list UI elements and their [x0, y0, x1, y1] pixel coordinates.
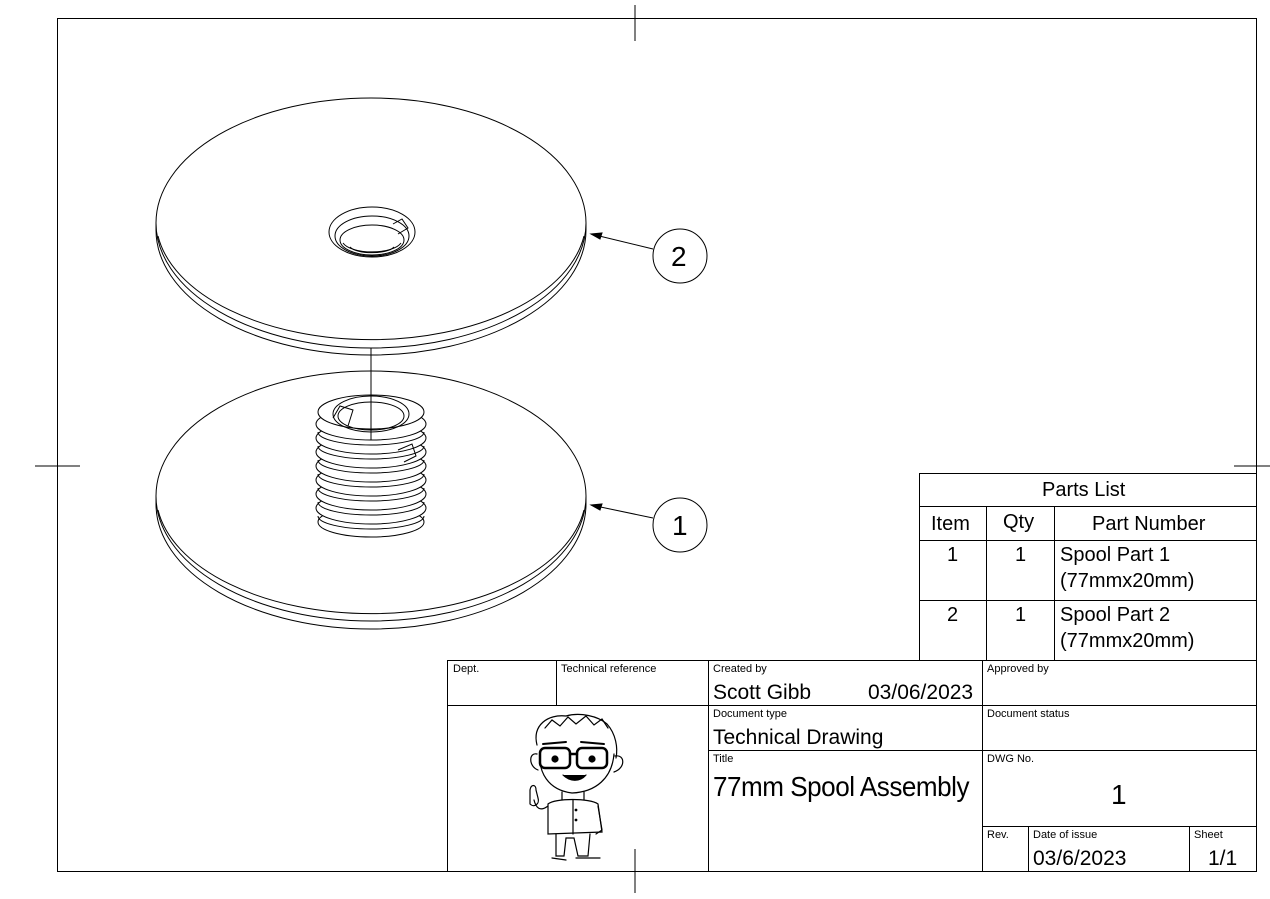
created-date: 03/06/2023	[868, 681, 974, 704]
document-status-label: Document status	[987, 708, 1070, 720]
balloon-2	[652, 228, 708, 284]
dept-label: Dept.	[453, 663, 480, 675]
sheet-number: 1/1	[1208, 847, 1238, 870]
parts-list-header-part-number: Part Number	[1092, 513, 1206, 535]
sheet-label: Sheet	[1194, 829, 1223, 841]
document-type: Technical Drawing	[713, 726, 884, 749]
date-of-issue-label: Date of issue	[1033, 829, 1098, 841]
dwg-no: 1	[1111, 779, 1127, 810]
balloon-label: 2	[671, 241, 687, 272]
author-avatar-logo	[529, 713, 624, 861]
parts-list-cell-qty: 1	[1015, 544, 1027, 566]
title-label: Title	[713, 753, 734, 765]
parts-list-cell-part: (77mmx20mm)	[1060, 630, 1195, 652]
spool-part-2-view	[155, 97, 587, 356]
parts-list-cell-item: 2	[947, 604, 959, 626]
parts-list-header-qty: Qty	[1003, 511, 1035, 533]
created-by-label: Created by	[713, 663, 767, 675]
technical-reference-label: Technical reference	[561, 663, 657, 675]
parts-list-cell-item: 1	[947, 544, 959, 566]
balloon-label: 1	[672, 510, 688, 541]
balloon-1	[652, 497, 708, 553]
created-by-name: Scott Gibb	[713, 681, 812, 704]
parts-list-cell-part: Spool Part 2	[1060, 604, 1171, 626]
approved-by-label: Approved by	[987, 663, 1049, 675]
dwg-no-label: DWG No.	[987, 753, 1035, 765]
parts-list-cell-part: (77mmx20mm)	[1060, 570, 1195, 592]
document-type-label: Document type	[713, 708, 787, 720]
rev-label: Rev.	[987, 829, 1009, 841]
parts-list-title: Parts List	[1042, 479, 1126, 501]
parts-list-cell-qty: 1	[1015, 604, 1027, 626]
date-of-issue: 03/6/2023	[1033, 847, 1127, 870]
title-block-grid	[447, 660, 1257, 872]
parts-list-header-item: Item	[931, 513, 970, 535]
parts-list-cell-part: Spool Part 1	[1060, 544, 1171, 566]
spool-part-1-view	[155, 348, 587, 630]
drawing-title: 77mm Spool Assembly	[713, 771, 970, 802]
